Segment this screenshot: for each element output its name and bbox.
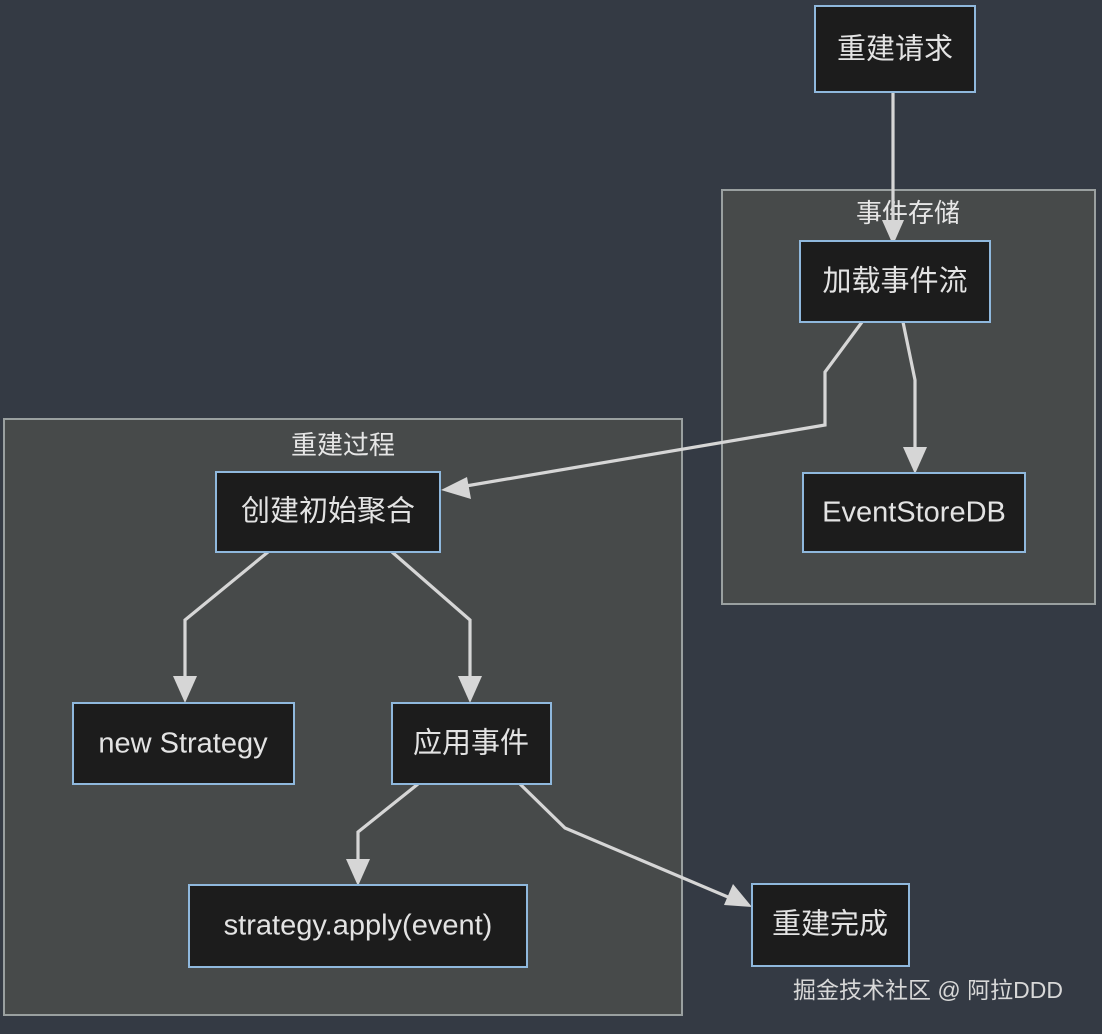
node-rebuild-request[interactable]: 重建请求	[814, 5, 976, 93]
node-event-store-db-label: EventStoreDB	[822, 497, 1006, 529]
edge-load-event-stream-to-create-aggregate	[441, 321, 864, 499]
node-rebuild-complete[interactable]: 重建完成	[751, 883, 910, 967]
node-strategy-apply[interactable]: strategy.apply(event)	[188, 884, 528, 968]
edge-load-event-stream-to-event-store-db	[901, 321, 927, 474]
node-create-aggregate-rect[interactable]	[215, 471, 441, 553]
node-event-store-db-rect[interactable]	[802, 472, 1026, 553]
edge-create-aggregate-to-new-strategy	[173, 550, 270, 703]
node-new-strategy[interactable]: new Strategy	[72, 702, 295, 785]
node-event-store-db[interactable]: EventStoreDB	[802, 472, 1026, 553]
node-load-event-stream-rect[interactable]	[799, 240, 991, 323]
node-apply-events[interactable]: 应用事件	[391, 702, 552, 785]
cluster-rebuild-process-label: 重建过程	[291, 430, 395, 460]
node-new-strategy-label: new Strategy	[98, 728, 268, 760]
node-apply-events-rect[interactable]	[391, 702, 552, 785]
node-rebuild-complete-label: 重建完成	[772, 908, 888, 941]
edge-create-aggregate-to-apply-events	[390, 550, 482, 703]
node-load-event-stream[interactable]: 加载事件流	[799, 240, 991, 323]
node-rebuild-complete-rect[interactable]	[751, 883, 910, 967]
cluster-event-storage-label: 事件存储	[856, 198, 960, 228]
node-create-aggregate[interactable]: 创建初始聚合	[215, 471, 441, 553]
node-rebuild-request-rect[interactable]	[814, 5, 976, 93]
node-load-event-stream-label: 加载事件流	[822, 265, 967, 298]
node-strategy-apply-rect[interactable]	[188, 884, 528, 968]
watermark-text: 掘金技术社区 @ 阿拉DDD	[793, 977, 1063, 1003]
node-strategy-apply-label: strategy.apply(event)	[224, 910, 493, 942]
edge-rebuild-request-to-load-event-stream	[882, 92, 904, 245]
node-apply-events-label: 应用事件	[413, 727, 529, 760]
edge-apply-events-to-rebuild-complete	[518, 782, 752, 907]
edge-apply-events-to-strategy-apply	[346, 782, 419, 886]
node-rebuild-request-label: 重建请求	[837, 33, 953, 66]
node-create-aggregate-label: 创建初始聚合	[241, 495, 415, 528]
node-new-strategy-rect[interactable]	[72, 702, 295, 785]
